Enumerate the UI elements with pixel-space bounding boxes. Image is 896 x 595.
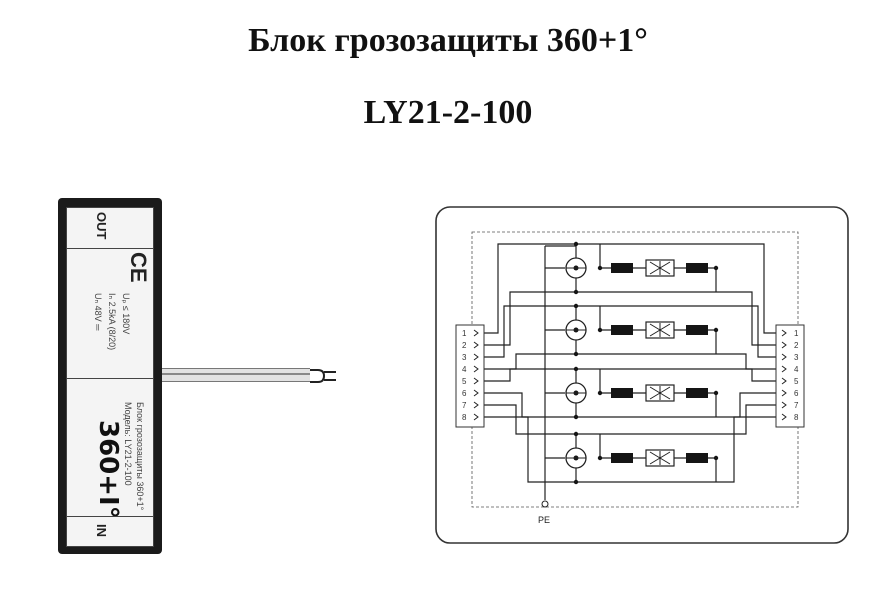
terminal-number: 6 xyxy=(462,389,467,398)
diode-symbol-icon xyxy=(649,386,671,400)
terminal-number: 5 xyxy=(462,377,467,386)
signal-wire-lower xyxy=(484,416,776,483)
junction-dot-icon xyxy=(597,455,603,461)
junction-dot-icon xyxy=(573,414,579,420)
terminal-number: 4 xyxy=(462,365,467,374)
junction-dot-icon xyxy=(597,390,603,396)
schematic-board xyxy=(435,206,849,544)
diode-symbol-icon xyxy=(649,451,671,465)
signal-wire-upper xyxy=(484,404,776,435)
screw-terminal-icon xyxy=(781,365,787,373)
junction-dot-icon xyxy=(713,327,719,333)
pe-ground-terminal: PE xyxy=(538,500,550,525)
resistor-icon xyxy=(611,453,633,463)
ground-cable xyxy=(162,368,310,382)
junction-dot-icon xyxy=(713,455,719,461)
signal-wire-upper xyxy=(484,243,776,334)
junction-dot-icon xyxy=(597,265,603,271)
screw-terminal-icon xyxy=(781,329,787,337)
dashed-enclosure xyxy=(471,231,799,508)
terminal-number: 5 xyxy=(794,377,799,386)
screw-terminal-icon xyxy=(473,341,479,349)
screw-terminal-icon xyxy=(781,401,787,409)
screw-terminal-icon xyxy=(781,353,787,361)
screw-terminal-icon xyxy=(781,389,787,397)
terminal-number: 8 xyxy=(794,413,799,422)
cable-stripe xyxy=(162,373,310,375)
resistor-icon xyxy=(686,325,708,335)
screw-terminal-icon xyxy=(781,341,787,349)
terminal-number: 8 xyxy=(462,413,467,422)
right-terminal-block: 1 2 3 4 5 6 7 8 xyxy=(775,324,805,428)
screw-terminal-icon xyxy=(781,377,787,385)
terminal-number: 6 xyxy=(794,389,799,398)
junction-dot-icon xyxy=(573,479,579,485)
terminal-number: 1 xyxy=(462,329,467,338)
terminal-number: 4 xyxy=(794,365,799,374)
divider xyxy=(67,516,153,517)
schematic-components xyxy=(565,241,719,485)
resistor-icon xyxy=(611,263,633,273)
terminal-number: 2 xyxy=(462,341,467,350)
screw-terminal-icon xyxy=(473,413,479,421)
diode-symbol-icon xyxy=(649,323,671,337)
junction-dot-icon xyxy=(573,241,579,247)
terminal-number: 2 xyxy=(794,341,799,350)
signal-wire-upper xyxy=(484,305,776,358)
signal-wire-upper xyxy=(484,368,776,382)
terminal-number: 1 xyxy=(794,329,799,338)
schematic-wires xyxy=(484,243,776,500)
page-title: Блок грозозащиты 360+1° xyxy=(248,22,648,59)
signal-wire-lower xyxy=(484,392,776,418)
signal-wire-lower xyxy=(484,291,776,346)
resistor-icon xyxy=(686,263,708,273)
model-title: LY21-2-100 xyxy=(363,94,533,131)
screw-terminal-icon xyxy=(473,389,479,397)
screw-terminal-icon xyxy=(781,413,787,421)
terminal-number: 3 xyxy=(462,353,467,362)
resistor-icon xyxy=(686,453,708,463)
junction-dot-icon xyxy=(573,303,579,309)
screw-terminal-icon xyxy=(473,329,479,337)
terminal-number: 3 xyxy=(794,353,799,362)
screw-terminal-icon xyxy=(473,365,479,373)
diode-symbol-icon xyxy=(649,261,671,275)
divider xyxy=(67,248,153,249)
ring-terminal xyxy=(310,369,336,383)
screw-terminal-icon xyxy=(473,353,479,361)
pe-label: PE xyxy=(538,515,550,525)
device-label-face: OUT CE Uₙ 48V ═ Iₙ 2.5kA (8/20) Uₚ ≤ 180… xyxy=(66,207,154,547)
terminal-number: 7 xyxy=(462,401,467,410)
terminal-number: 7 xyxy=(794,401,799,410)
resistor-icon xyxy=(611,388,633,398)
surge-protector-device: OUT CE Uₙ 48V ═ Iₙ 2.5kA (8/20) Uₚ ≤ 180… xyxy=(58,198,162,554)
screw-terminal-icon xyxy=(473,377,479,385)
resistor-icon xyxy=(686,388,708,398)
junction-dot-icon xyxy=(713,390,719,396)
junction-dot-icon xyxy=(573,431,579,437)
screw-terminal-icon xyxy=(473,401,479,409)
junction-dot-icon xyxy=(573,366,579,372)
junction-dot-icon xyxy=(713,265,719,271)
junction-dot-icon xyxy=(573,289,579,295)
junction-dot-icon xyxy=(573,351,579,357)
divider xyxy=(67,378,153,379)
resistor-icon xyxy=(611,325,633,335)
left-terminal-block: 1 2 3 4 5 6 7 8 xyxy=(455,324,485,428)
junction-dot-icon xyxy=(597,327,603,333)
